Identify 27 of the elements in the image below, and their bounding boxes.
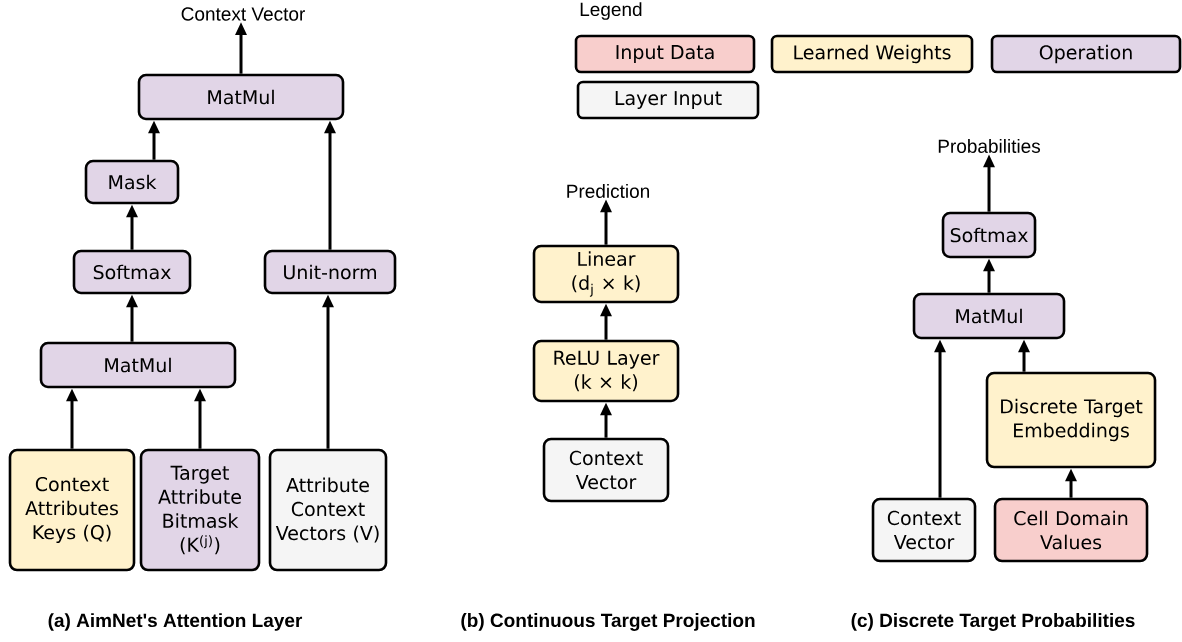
process-box: Linear (d$_{j}$ × k)	[532, 244, 680, 304]
process-box: Discrete Target Embeddings	[985, 371, 1157, 469]
process-box: MatMul	[137, 73, 345, 121]
process-box: MatMul	[39, 341, 237, 389]
process-box: Softmax	[72, 249, 192, 295]
output-label: Probabilities	[938, 139, 1041, 153]
process-box: Mask	[84, 159, 180, 205]
process-box: Cell Domain Values	[993, 497, 1149, 563]
process-box: Context Vector	[871, 497, 977, 563]
figure-caption: (a) AimNet's Attention Layer	[48, 613, 303, 631]
legend-item: Learned Weights	[770, 34, 974, 74]
figure-caption: (c) Discrete Target Probabilities	[851, 613, 1135, 631]
legend-item: Operation	[990, 34, 1182, 74]
output-label: Context Vector	[181, 7, 305, 21]
process-box: Context Vector	[542, 437, 670, 503]
process-box: Attribute Context Vectors (V)	[268, 448, 388, 572]
output-label: Prediction	[567, 184, 649, 198]
process-box: Context Attributes Keys (Q)	[8, 448, 136, 572]
figure-caption: (b) Continuous Target Projection	[461, 613, 755, 631]
legend-title: Legend	[580, 2, 642, 20]
process-box: ReLU Layer (k × k)	[532, 339, 680, 403]
legend-item: Layer Input	[576, 80, 760, 120]
process-box: Target Attribute Bitmask (K$^{(j)}$)	[139, 448, 261, 572]
process-box: Softmax	[941, 211, 1037, 259]
process-box: MatMul	[912, 292, 1066, 340]
legend-item: Input Data	[574, 34, 756, 74]
process-box: Unit-norm	[263, 249, 397, 295]
